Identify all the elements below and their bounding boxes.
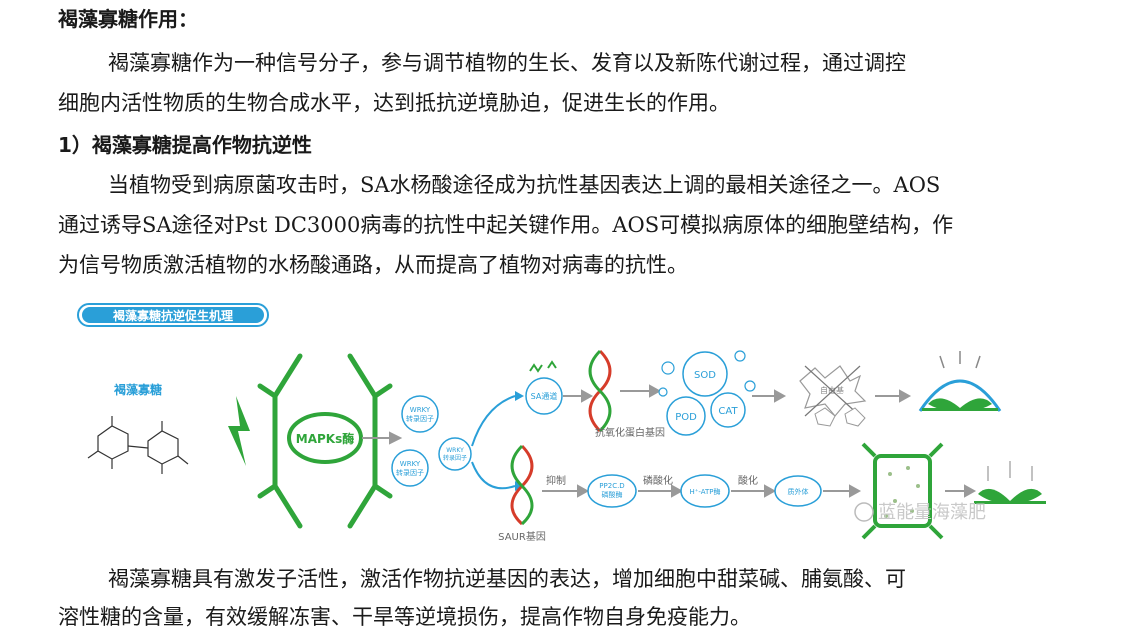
- mapk-label: MAPKs酶: [296, 431, 354, 446]
- acidification-label: 酸化: [738, 474, 758, 487]
- apoplast-node: [774, 475, 822, 507]
- branch-arrowhead-up: [515, 391, 524, 401]
- heading-stress-resistance: 1）褐藻寡糖提高作物抗逆性: [58, 133, 312, 157]
- wrky-node-2: [438, 437, 472, 471]
- banner-fill: [82, 307, 264, 323]
- wrky-node-1: [401, 395, 439, 433]
- heading-function: 褐藻寡糖作用：: [58, 7, 198, 31]
- healthy-plant-icon-1: [922, 398, 998, 411]
- arrow-pp2c-atpase: [638, 484, 684, 498]
- signal-bolt-icon: [228, 396, 250, 466]
- stress-arrows-icon: [939, 351, 981, 369]
- cross-out-icon: [804, 365, 861, 417]
- mapk-node: [287, 412, 363, 464]
- banner-label: 褐藻寡糖抗逆促生机理: [112, 308, 233, 323]
- sod-node: [682, 351, 728, 397]
- branch-arrowhead-down: [515, 481, 524, 491]
- atpase-node: [680, 474, 730, 508]
- sa-signal-icon: [529, 360, 557, 373]
- watermark-text: 蓝能量海藻肥: [878, 502, 986, 523]
- dna-helix-icon-2: [510, 444, 534, 526]
- sa-label: SA通道: [531, 391, 558, 401]
- saur-label: SAUR基因: [498, 530, 546, 543]
- arrow-dna-enzymes: [620, 384, 662, 398]
- pp2c-node: [587, 474, 637, 508]
- cat-node: [710, 392, 746, 428]
- dna-helix-icon-1: [588, 349, 612, 433]
- pod-label: POD: [675, 412, 697, 423]
- arrow-enzymes-radical: [752, 389, 787, 403]
- para2-line1: 当植物受到病原菌攻击时，SA水杨酸途径成为抗性基因表达上调的最相关途径之一。AO…: [108, 173, 941, 197]
- cell-contents: [884, 466, 920, 518]
- radical-fragment-2: [844, 407, 866, 427]
- growth-lines-icon: [987, 461, 1033, 481]
- cat-label: CAT: [718, 406, 738, 417]
- alginate-molecule-icon: [87, 416, 189, 474]
- para1-line1: 褐藻寡糖作为一种信号分子，参与调节植物的生长、发育以及新陈代谢过程，通过调控: [108, 51, 906, 75]
- antioxidant-gene-label: 抗氧化蛋白基因: [595, 426, 665, 439]
- wrky-node-3: [391, 449, 429, 487]
- protection-shield-icon: [918, 379, 1002, 412]
- enzyme-bubbles: [658, 350, 756, 397]
- phosphorylation-label: 磷酸化: [643, 474, 673, 487]
- receptor-icon: [257, 353, 393, 529]
- para2-line2: 通过诱导SA途径对Pst DC3000病毒的抗性中起关键作用。AOS可模拟病原体…: [58, 213, 954, 237]
- para3-line2: 溶性糖的含量，有效缓解冻害、干旱等逆境损伤，提高作物自身免疫能力。: [58, 605, 751, 629]
- wechat-icon: [854, 502, 874, 522]
- radical-fragment-1: [814, 407, 836, 427]
- para1-line2: 细胞内活性物质的生物合成水平，达到抵抗逆境胁迫，促进生长的作用。: [58, 91, 730, 115]
- arrow-apoplast-cell: [823, 484, 862, 498]
- arrow-mapk-wrky: [362, 431, 403, 445]
- expanding-cell-icon: [861, 442, 944, 540]
- para3-line1: 褐藻寡糖具有激发子活性，激活作物抗逆基因的表达，增加细胞中甜菜碱、脯氨酸、可: [108, 567, 906, 591]
- apoplast-label: 质外体: [788, 487, 809, 496]
- arrow-cell-plant: [945, 484, 977, 498]
- sa-node: [525, 377, 563, 415]
- inhibit-label: 抑制: [546, 474, 566, 487]
- molecule-label: 褐藻寡糖: [113, 382, 162, 397]
- branch-arrows: [471, 395, 516, 490]
- arrow-saur-pp2c: [542, 484, 590, 498]
- healthy-plant-icon-2: [974, 488, 1046, 504]
- atpase-label: H⁺-ATP酶: [689, 487, 720, 496]
- arrow-radical-plant: [875, 389, 912, 403]
- arrow-sa-dna: [563, 389, 594, 403]
- para2-line3: 为信号物质激活植物的水杨酸通路，从而提高了植物对病毒的抗性。: [58, 253, 688, 277]
- pod-node: [666, 396, 706, 436]
- arrow-atpase-apoplast: [731, 484, 777, 498]
- sod-label: SOD: [694, 370, 716, 381]
